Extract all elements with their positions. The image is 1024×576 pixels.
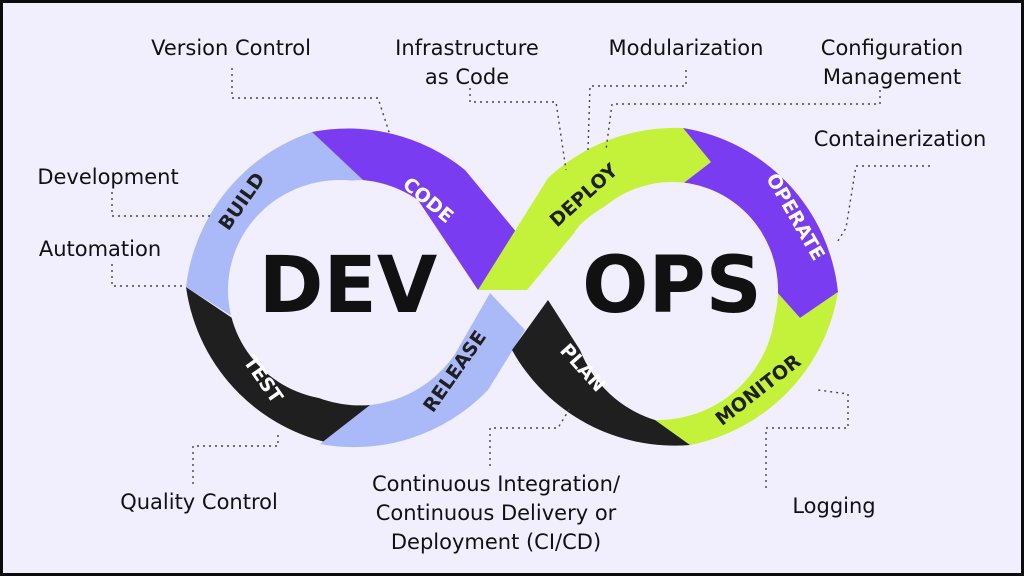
dev-loop-center	[228, 180, 452, 400]
leader-version-control	[231, 68, 391, 136]
leader-containerization	[835, 165, 930, 245]
annotation-automation: Automation	[39, 237, 161, 261]
leader-logging	[765, 389, 849, 488]
leader-quality-control	[192, 432, 279, 484]
leader-cicd	[489, 407, 571, 466]
annotation-development: Development	[37, 165, 178, 189]
segment-plan	[512, 300, 690, 446]
crossing-overlap	[478, 215, 575, 290]
segment-test	[186, 287, 370, 446]
dev-center-label: DEV	[259, 241, 437, 331]
leader-modularization	[587, 70, 687, 151]
segment-code	[312, 128, 527, 290]
annotation-infrastructure-line2: as Code	[425, 65, 509, 89]
annotation-modularization: Modularization	[609, 36, 764, 60]
annotation-logging: Logging	[792, 494, 875, 518]
annotation-cicd-line1: Continuous Integration/	[372, 472, 621, 496]
segment-monitor	[655, 290, 838, 445]
leader-infrastructure	[469, 88, 567, 171]
ops-center-label: OPS	[582, 241, 762, 331]
leader-configuration	[605, 90, 881, 151]
annotation-containerization: Containerization	[814, 127, 987, 151]
segment-release	[320, 293, 525, 448]
annotation-cicd-line3: Deployment (CI/CD)	[391, 530, 601, 554]
leader-development	[111, 192, 212, 217]
annotation-version-control: Version Control	[151, 36, 311, 60]
annotation-infrastructure-line1: Infrastructure	[395, 36, 539, 60]
annotation-configuration-line1: Configuration	[821, 36, 963, 60]
annotation-quality-control: Quality Control	[120, 490, 278, 514]
annotation-configuration-line2: Management	[823, 65, 961, 89]
ops-loop-center	[566, 182, 778, 398]
annotation-cicd-line2: Continuous Delivery or	[376, 501, 617, 525]
leader-automation	[111, 264, 186, 287]
